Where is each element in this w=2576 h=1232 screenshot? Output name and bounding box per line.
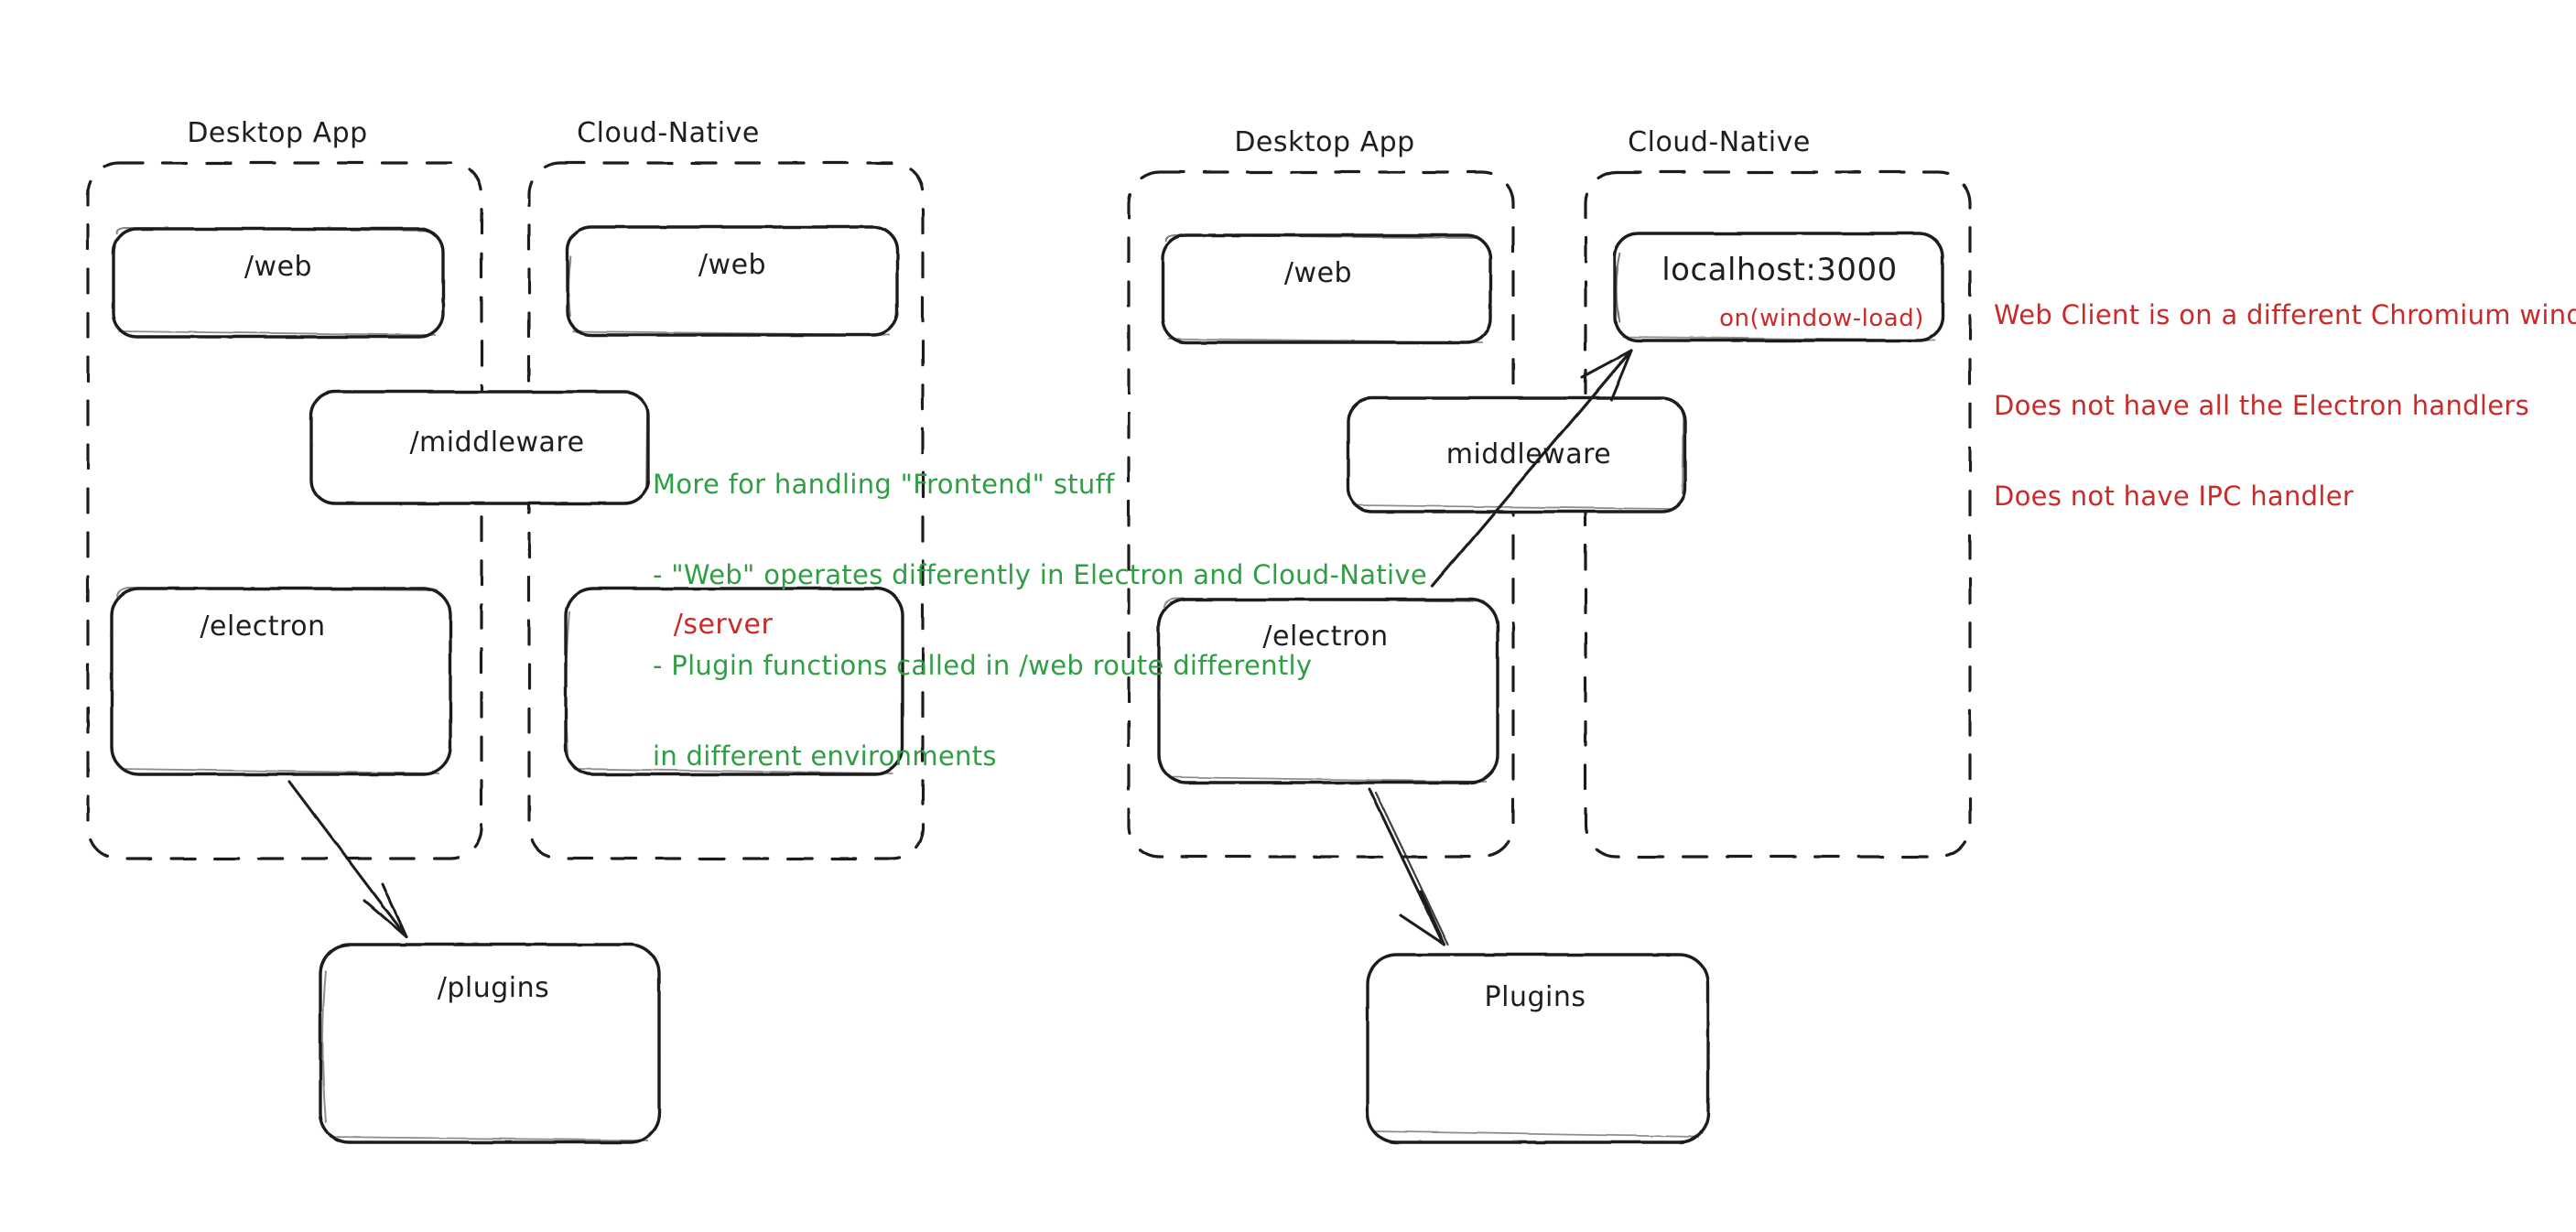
left-desktop-group-title: Desktop App (187, 117, 368, 149)
left-web-desktop-label: /web (244, 251, 313, 283)
right-cloud-group-title: Cloud-Native (1628, 126, 1811, 158)
red-annotation-note: Web Client is on a different Chromium wi… (1994, 240, 2576, 572)
left-web-cloud-box[interactable] (566, 225, 899, 337)
left-plugins-label: /plugins (437, 972, 550, 1004)
right-middleware-label: middleware (1445, 438, 1612, 470)
green-annotation-note: More for handling "Frontend" stuff - "We… (653, 409, 1427, 832)
green-note-line-2: - "Web" operates differently in Electron… (653, 559, 1427, 590)
green-note-line-3: - Plugin functions called in /web route … (653, 650, 1313, 681)
red-note-line-2: Does not have all the Electron handlers (1994, 390, 2529, 421)
right-localhost-label: localhost:3000 (1661, 252, 1898, 288)
left-web-cloud-label: /web (698, 249, 767, 281)
left-electron-label: /electron (200, 611, 326, 643)
left-cloud-group-title: Cloud-Native (577, 117, 760, 149)
green-note-line-4: in different environments (653, 740, 997, 772)
left-middleware-label: /middleware (409, 427, 585, 459)
right-web-desktop-label: /web (1283, 257, 1353, 289)
red-note-line-1: Web Client is on a different Chromium wi… (1994, 299, 2576, 330)
right-electron-label: /electron (1262, 621, 1389, 653)
green-note-line-1: More for handling "Frontend" stuff (653, 469, 1115, 500)
red-note-line-3: Does not have IPC handler (1994, 481, 2354, 512)
left-arrow-electron-to-plugins (287, 780, 408, 939)
right-localhost-sublabel: on(window-load) (1719, 305, 1924, 332)
right-plugins-label: Plugins (1484, 981, 1586, 1013)
right-desktop-group-title: Desktop App (1234, 126, 1415, 158)
left-server-label: /server (673, 609, 774, 641)
